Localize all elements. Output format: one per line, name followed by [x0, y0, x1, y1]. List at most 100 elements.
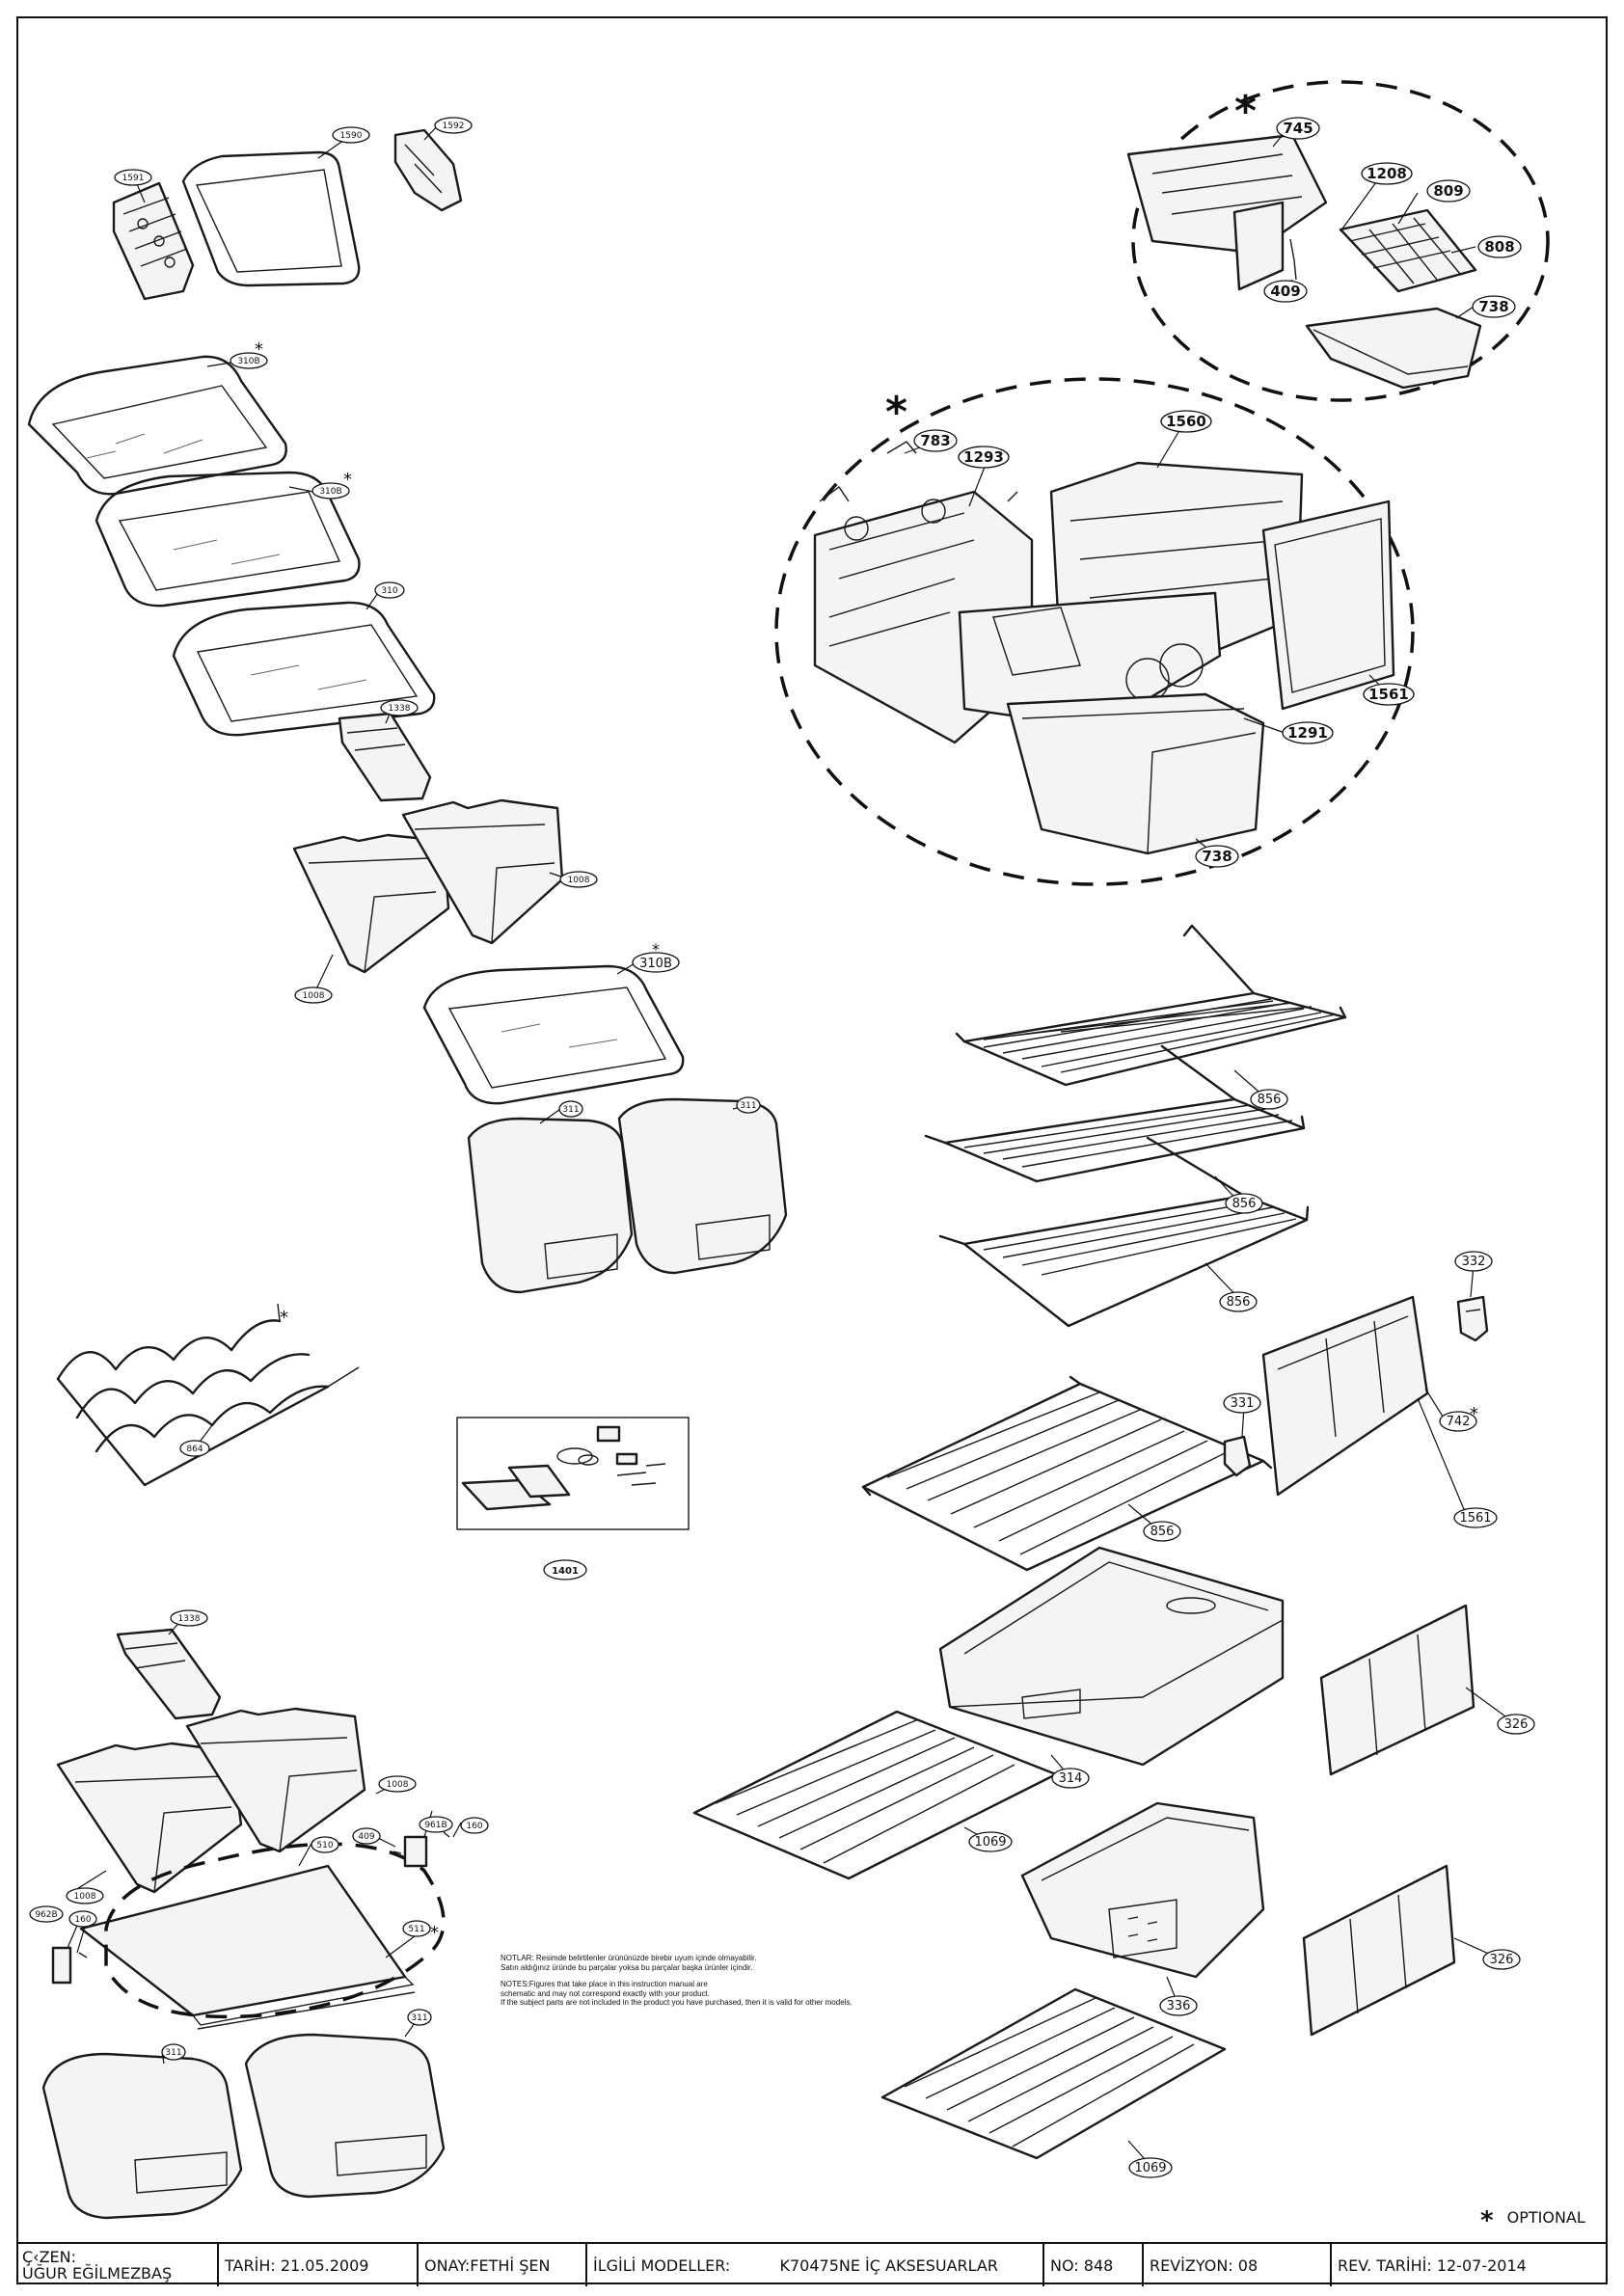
svg-text:1338: 1338	[178, 1614, 201, 1624]
label-745: 745	[1276, 117, 1320, 140]
svg-text:311: 311	[165, 2048, 181, 2058]
svg-text:809: 809	[1433, 182, 1463, 200]
svg-text:1293: 1293	[963, 448, 1004, 466]
label-511: 511	[402, 1920, 431, 1937]
label-1008-a: 1008	[559, 871, 598, 888]
label-864: 864	[179, 1440, 210, 1457]
title-models-value: K70475NE İÇ AKSESUARLAR	[779, 2255, 998, 2275]
freezer-drawer-336	[1020, 1801, 1265, 1979]
label-1401: 1401	[543, 1559, 587, 1580]
cover-1338-a	[338, 712, 432, 802]
label-1338-a: 1338	[380, 699, 419, 716]
ice-assembly-745-group	[1126, 80, 1550, 402]
hinge-331	[1223, 1435, 1252, 1477]
label-961b: 961B	[419, 1816, 453, 1833]
title-revision-date: REV. TARİHİ: 12-07-2014	[1338, 2255, 1527, 2275]
title-number: NO: 848	[1044, 2244, 1144, 2286]
label-409-a: 409	[1263, 280, 1308, 303]
title-revision: REVİZYON: 08	[1144, 2244, 1332, 2286]
optional-mark-310b-a: *	[255, 339, 263, 360]
door-panel-326-a	[1319, 1604, 1475, 1776]
label-1008-c: 1008	[378, 1775, 417, 1793]
svg-text:864: 864	[186, 1445, 203, 1454]
svg-text:332: 332	[1462, 1255, 1486, 1269]
svg-text:160: 160	[466, 1822, 482, 1831]
label-738-b: 738	[1195, 845, 1239, 868]
label-310b-a: 310B	[230, 352, 268, 369]
optional-asterisks: * * * * * * * *	[255, 87, 1478, 1943]
label-1008-d: 1008	[66, 1887, 104, 1904]
svg-text:310B: 310B	[639, 957, 672, 971]
label-1561-b: 1561	[1453, 1507, 1498, 1528]
svg-text:510: 510	[316, 1841, 333, 1850]
svg-text:310B: 310B	[319, 487, 341, 497]
svg-text:856: 856	[1258, 1093, 1282, 1107]
svg-text:1208: 1208	[1367, 165, 1407, 182]
label-1338-b: 1338	[170, 1609, 208, 1627]
svg-text:856: 856	[1150, 1525, 1175, 1539]
label-510: 510	[311, 1836, 339, 1853]
wine-rack-864	[56, 1303, 360, 1487]
wire-shelf-1069-a	[692, 1710, 1058, 1880]
label-310b-c: 310B	[632, 952, 680, 973]
label-1069-a: 1069	[968, 1831, 1013, 1852]
note-tr-2: Satın aldığınız üründe bu parçalar yoksa…	[501, 1962, 753, 1972]
optional-mark-310b-b: *	[343, 470, 352, 490]
door-bins-311-pair-a	[467, 1097, 788, 1294]
svg-text:1401: 1401	[552, 1566, 579, 1577]
title-block: Ç‹ZEN: UĞUR EĞİLMEZBAŞ TARİH: 21.05.2009…	[16, 2242, 1608, 2286]
label-311-a: 311	[558, 1100, 583, 1118]
cover-1338-b	[116, 1628, 222, 1720]
freezer-drawer-314	[938, 1546, 1285, 1767]
wire-shelf-856-c	[938, 1136, 1310, 1328]
label-311-c: 311	[161, 2043, 186, 2061]
label-1291: 1291	[1282, 721, 1334, 744]
label-332: 332	[1454, 1251, 1493, 1272]
label-809: 809	[1426, 179, 1471, 203]
svg-text:808: 808	[1484, 238, 1514, 256]
label-326-a: 326	[1497, 1714, 1535, 1735]
svg-text:783: 783	[920, 432, 950, 449]
label-856-a: 856	[1250, 1089, 1288, 1110]
title-date: TARİH: 21.05.2009	[219, 2244, 419, 2286]
svg-text:409: 409	[1270, 283, 1300, 300]
label-1591: 1591	[114, 169, 152, 186]
label-1561-a: 1561	[1363, 683, 1415, 706]
label-742: 742	[1439, 1411, 1477, 1432]
part-1590-frame	[181, 150, 361, 287]
svg-text:1338: 1338	[389, 704, 411, 714]
door-bins-311-pair-b	[41, 2033, 446, 2220]
leader-lines	[67, 124, 1517, 2169]
label-310b-b: 310B	[311, 482, 350, 500]
icemaker-assembly-group	[774, 377, 1415, 886]
svg-text:1069: 1069	[974, 1835, 1006, 1850]
svg-text:310: 310	[381, 586, 397, 596]
title-approved: ONAY:FETHİ ŞEN	[419, 2244, 587, 2286]
optional-mark-ice-group: *	[1234, 87, 1257, 136]
label-808: 808	[1477, 235, 1522, 258]
label-336: 336	[1159, 1995, 1198, 2016]
svg-text:310B: 310B	[237, 357, 259, 366]
label-856-c: 856	[1219, 1291, 1258, 1312]
svg-text:856: 856	[1232, 1197, 1257, 1211]
optional-mark-310b-c: *	[652, 940, 660, 959]
label-326-b: 326	[1482, 1949, 1521, 1970]
wire-shelf-856-a	[955, 924, 1347, 1087]
optional-mark-742: *	[1470, 1404, 1478, 1424]
note-en-3: If the subject parts are not included in…	[501, 1998, 853, 2007]
label-311-d: 311	[407, 2009, 432, 2026]
svg-text:1590: 1590	[340, 131, 363, 141]
title-drawn-label: Ç‹ZEN:	[22, 2248, 76, 2266]
door-panel-1561	[1261, 1295, 1429, 1497]
label-1069-b: 1069	[1128, 2157, 1173, 2178]
svg-text:1561: 1561	[1368, 686, 1409, 703]
shelf-310b-lower	[422, 964, 685, 1105]
notes-block: NOTLAR: Resimde belirtilenler ürününüzde…	[501, 1954, 963, 2008]
optional-legend-symbol: *	[1480, 2206, 1494, 2235]
svg-text:1069: 1069	[1134, 2161, 1166, 2175]
svg-text:409: 409	[358, 1832, 374, 1842]
label-409-b: 409	[352, 1827, 381, 1845]
label-314: 314	[1051, 1768, 1090, 1789]
note-en-2: schematic and may not correspond exactly…	[501, 1988, 710, 1998]
optional-mark-864: *	[280, 1308, 288, 1328]
